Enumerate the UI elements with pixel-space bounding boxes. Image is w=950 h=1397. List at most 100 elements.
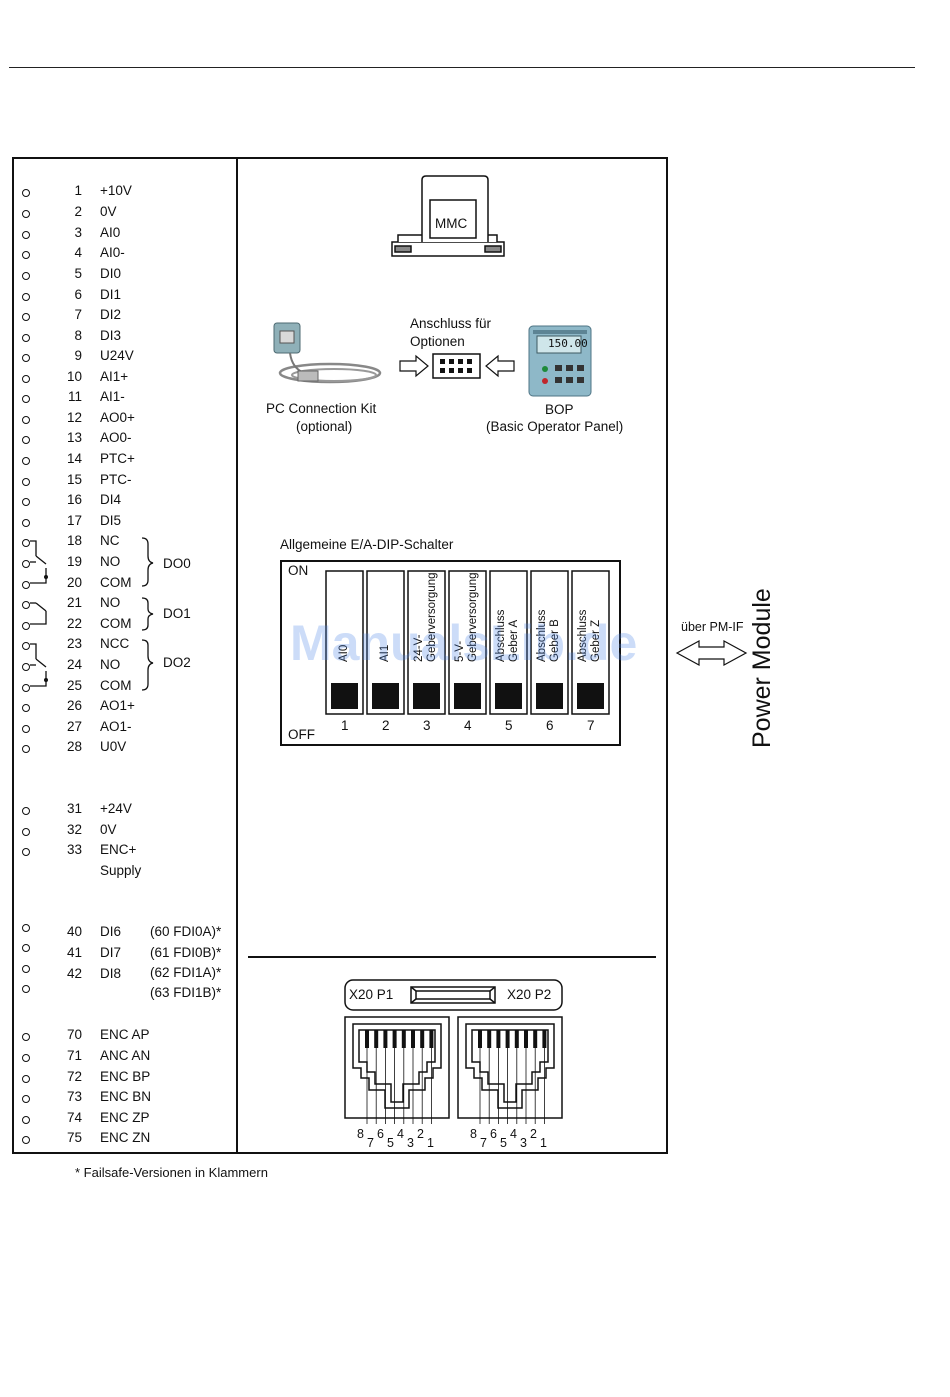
- terminal-point: [22, 807, 30, 815]
- terminal-number: 72: [66, 1069, 82, 1084]
- dip-switch-lever: [372, 683, 399, 709]
- terminal-label: ENC ZN: [100, 1130, 151, 1145]
- rj45-pin-number: 5: [387, 1136, 394, 1150]
- terminal-label: NO: [100, 595, 121, 610]
- relay-contacts: [30, 540, 47, 687]
- terminal-point: [22, 189, 30, 197]
- dip-switch-lever: [577, 683, 604, 709]
- dip-switch-number: 2: [382, 718, 390, 733]
- terminal-point: [22, 210, 30, 218]
- terminal-number: 17: [66, 513, 82, 528]
- relay-output-label: DO1: [163, 606, 191, 621]
- terminal-label: PTC-: [100, 472, 132, 487]
- failsafe-terminal-label: (60 FDI0A)*: [150, 924, 222, 939]
- terminal-point: [22, 498, 30, 506]
- terminal-label: DI3: [100, 328, 122, 343]
- rj45-pin-number: 3: [407, 1136, 414, 1150]
- terminal-number: 73: [66, 1089, 82, 1104]
- terminal-point: [22, 313, 30, 321]
- terminal-point: [22, 601, 30, 609]
- rj45-pin-number: 4: [397, 1127, 404, 1141]
- terminal-point: [22, 1033, 30, 1041]
- failsafe-terminal-label: (61 FDI0B)*: [150, 945, 222, 960]
- terminal-point: [22, 416, 30, 424]
- terminal-label: NC: [100, 533, 120, 548]
- watermark: ManualsLib.de: [290, 615, 638, 671]
- terminal-point: [22, 1116, 30, 1124]
- dip-switch-lever: [495, 683, 522, 709]
- rj45-pin-number: 2: [530, 1127, 537, 1141]
- terminal-point: [22, 924, 30, 932]
- rj45-pin-number: 5: [500, 1136, 507, 1150]
- terminal-number: 13: [66, 430, 82, 445]
- terminal-point: [22, 581, 30, 589]
- terminal-label: AI0-: [100, 245, 125, 260]
- relay-braces: [141, 537, 154, 691]
- terminal-number: 31: [66, 801, 82, 816]
- rj45-pin-number: 6: [490, 1127, 497, 1141]
- terminal-label: AI0: [100, 225, 121, 240]
- rj45-pin-number: 8: [357, 1127, 364, 1141]
- terminal-number: 26: [66, 698, 82, 713]
- terminal-label: COM: [100, 575, 132, 590]
- terminal-number: 18: [66, 533, 82, 548]
- control-unit-frame: [12, 157, 668, 1154]
- rj45-pin-number: 1: [540, 1136, 547, 1150]
- header-rule: [9, 67, 915, 68]
- failsafe-terminal-label: (62 FDI1A)*: [150, 965, 222, 980]
- x20-p2-label: X20 P2: [507, 987, 552, 1002]
- terminal-number: 22: [66, 616, 82, 631]
- dip-switch-number: 7: [587, 718, 595, 733]
- bop-panel-icon: [528, 325, 592, 397]
- terminal-point: [22, 395, 30, 403]
- terminal-number: 9: [74, 348, 82, 363]
- terminal-number: 27: [66, 719, 82, 734]
- terminal-label: +10V: [100, 183, 132, 198]
- terminal-number: 14: [66, 451, 82, 466]
- terminal-number: 8: [74, 328, 82, 343]
- pm-if-label: über PM-IF: [681, 620, 744, 634]
- terminal-number: 7: [74, 307, 82, 322]
- terminal-label: NO: [100, 657, 121, 672]
- terminal-point: [22, 519, 30, 527]
- mmc-label: MMC: [435, 216, 468, 231]
- x20-p1-label: X20 P1: [349, 987, 394, 1002]
- terminal-label: COM: [100, 678, 132, 693]
- terminal-number: 10: [66, 369, 82, 384]
- dip-switch-number: 5: [505, 718, 513, 733]
- dip-switch-lever: [413, 683, 440, 709]
- pc-kit-optional-label: (optional): [296, 419, 353, 434]
- dip-switch-lever: [536, 683, 563, 709]
- terminal-label: ENC AP: [100, 1027, 150, 1042]
- options-connector-label-2: Optionen: [410, 334, 465, 349]
- terminal-point: [22, 704, 30, 712]
- terminal-point: [22, 293, 30, 301]
- terminal-label: U24V: [100, 348, 134, 363]
- terminal-number: 15: [66, 472, 82, 487]
- rj45-port-1: [344, 1016, 450, 1124]
- terminal-point: [22, 1136, 30, 1144]
- terminal-label: NO: [100, 554, 121, 569]
- terminal-number: 20: [66, 575, 82, 590]
- dip-switch-number: 4: [464, 718, 472, 733]
- terminal-point: [22, 1075, 30, 1083]
- rj45-pin-number: 4: [510, 1127, 517, 1141]
- terminal-label: ENC BN: [100, 1089, 152, 1104]
- failsafe-terminal-label: (63 FDI1B)*: [150, 985, 222, 1000]
- terminal-number: 1: [74, 183, 82, 198]
- terminal-number: 5: [74, 266, 82, 281]
- terminal-label: DI1: [100, 287, 122, 302]
- options-connector-label-1: Anschluss für: [410, 316, 492, 331]
- terminal-number: 12: [66, 410, 82, 425]
- terminal-number: 70: [66, 1027, 82, 1042]
- terminal-label: DI4: [100, 492, 122, 507]
- terminal-number: 32: [66, 822, 82, 837]
- terminal-point: [22, 231, 30, 239]
- terminal-point: [22, 354, 30, 362]
- terminal-number: 16: [66, 492, 82, 507]
- terminal-number: 74: [66, 1110, 82, 1125]
- terminal-label: DI6: [100, 924, 122, 939]
- terminal-label: AO1-: [100, 719, 132, 734]
- dip-switch-number: 6: [546, 718, 554, 733]
- mmc-card-icon: [391, 175, 505, 257]
